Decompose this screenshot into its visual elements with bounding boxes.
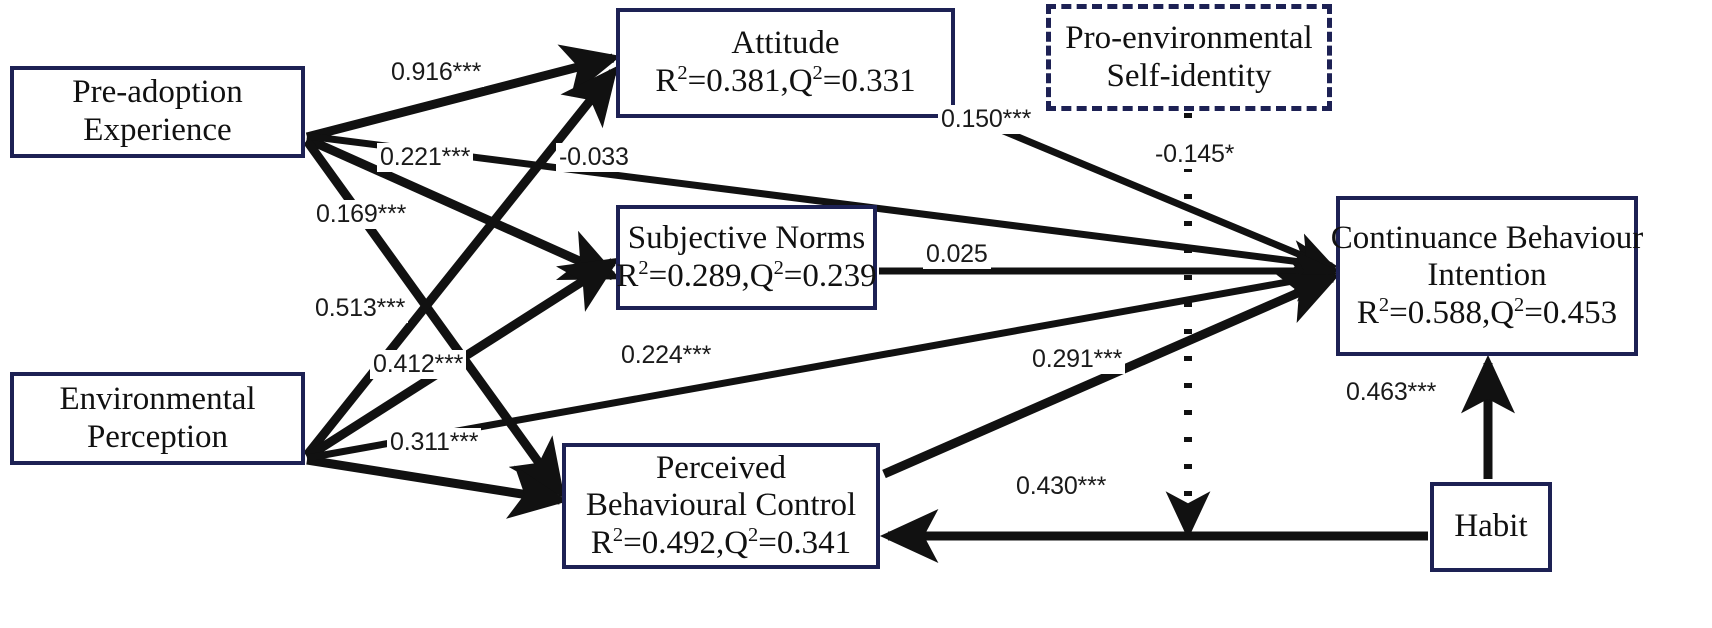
q-exponent: 2 bbox=[1514, 293, 1525, 316]
node-title-line1: Pro-environmental bbox=[1065, 19, 1313, 56]
eq-1: = bbox=[1389, 294, 1408, 331]
r-squared-value: 0.289 bbox=[667, 257, 742, 294]
edge-label-attitude-to-cbi: 0.150*** bbox=[938, 105, 1035, 134]
q-squared-value: 0.341 bbox=[776, 524, 852, 561]
sep-1: , bbox=[715, 524, 725, 561]
r-squared-value: 0.588 bbox=[1407, 294, 1482, 331]
node-title-line2: Self-identity bbox=[1106, 57, 1272, 94]
node-title-line2: Intention bbox=[1427, 257, 1547, 294]
eq-2: = bbox=[1524, 294, 1543, 331]
node-title: Habit bbox=[1454, 508, 1528, 545]
edge-label-pae-to-pbc: 0.169*** bbox=[313, 200, 410, 229]
q-symbol: Q bbox=[788, 63, 813, 99]
sep-1: , bbox=[741, 257, 750, 294]
edge-label-habit-to-cbi: 0.463*** bbox=[1343, 378, 1440, 407]
node-title-line1: Pre-adoption bbox=[72, 74, 243, 111]
node-perceived-behavioural-control[interactable]: Perceived Behavioural Control R2=0.492,Q… bbox=[562, 443, 880, 569]
node-subjective-norms[interactable]: Subjective Norms R2=0.289,Q2=0.239 bbox=[616, 205, 877, 310]
q-symbol: Q bbox=[724, 524, 749, 561]
q-symbol: Q bbox=[749, 257, 774, 294]
edge-attitude-to-cbi bbox=[956, 108, 1338, 273]
node-stats-subjective-norms: R2=0.289,Q2=0.239 bbox=[616, 256, 877, 296]
sep-1: , bbox=[780, 63, 789, 99]
r-squared-value: 0.381 bbox=[706, 63, 781, 99]
eq-2: = bbox=[822, 63, 842, 99]
node-pro-environmental-self-identity[interactable]: Pro-environmental Self-identity bbox=[1046, 4, 1332, 111]
eq-2: = bbox=[758, 524, 777, 561]
r-squared-value: 0.492 bbox=[641, 524, 716, 561]
edge-pbc-to-cbi bbox=[882, 273, 1340, 479]
edge-label-ep-to-cbi: 0.224*** bbox=[618, 341, 715, 370]
edge-label-pae-to-attitude: 0.916*** bbox=[388, 58, 485, 87]
node-title-line1: Perceived bbox=[655, 449, 787, 486]
r-symbol: R bbox=[590, 524, 613, 561]
node-title-line2: Behavioural Control bbox=[585, 487, 857, 524]
node-attitude[interactable]: Attitude R2=0.381,Q2=0.331 bbox=[616, 8, 955, 118]
edge-label-psi-moderation: -0.145* bbox=[1152, 140, 1238, 169]
edge-pae-to-subjective-norms bbox=[305, 134, 621, 281]
q-squared-value: 0.453 bbox=[1542, 294, 1618, 331]
node-title: Subjective Norms bbox=[627, 219, 866, 256]
q-squared-value: 0.331 bbox=[841, 63, 916, 99]
edge-label-ep-to-attitude: 0.513*** bbox=[312, 294, 409, 323]
node-stats-attitude: R2=0.381,Q2=0.331 bbox=[655, 63, 915, 101]
eq-2: = bbox=[783, 257, 803, 294]
node-title-line1: Environmental bbox=[59, 380, 256, 417]
r-exponent: 2 bbox=[677, 62, 688, 84]
edge-label-pae-to-cbi: -0.033 bbox=[556, 143, 632, 172]
edge-ep-to-pbc bbox=[306, 455, 569, 519]
node-title-line1: Continuance Behaviour bbox=[1330, 219, 1644, 256]
edge-pae-to-cbi bbox=[306, 132, 1339, 282]
edge-pae-to-pbc bbox=[303, 138, 565, 499]
eq-1: = bbox=[648, 257, 668, 294]
q-symbol: Q bbox=[1490, 294, 1515, 331]
node-continuance-behaviour-intention[interactable]: Continuance Behaviour Intention R2=0.588… bbox=[1331, 196, 1643, 356]
edge-ep-to-cbi bbox=[306, 260, 1339, 462]
q-exponent: 2 bbox=[748, 523, 759, 546]
node-stats-pbc: R2=0.492,Q2=0.341 bbox=[591, 525, 851, 563]
node-title-line2: Experience bbox=[83, 112, 232, 148]
eq-1: = bbox=[623, 524, 642, 561]
edge-label-habit-to-pbc: 0.430*** bbox=[1013, 472, 1110, 501]
node-habit[interactable]: Habit bbox=[1430, 482, 1552, 572]
edge-label-ep-to-subjective-norms: 0.412*** bbox=[370, 350, 467, 379]
node-title-line2: Perception bbox=[86, 418, 229, 455]
r-exponent: 2 bbox=[638, 256, 649, 279]
sep-1: , bbox=[1481, 294, 1491, 331]
q-squared-value: 0.239 bbox=[802, 257, 877, 294]
node-pre-adoption-experience[interactable]: Pre-adoption Experience bbox=[10, 66, 305, 158]
r-exponent: 2 bbox=[1378, 293, 1390, 316]
node-stats-cbi: R2=0.588,Q2=0.453 bbox=[1357, 295, 1617, 333]
edge-label-pbc-to-cbi: 0.291*** bbox=[1029, 345, 1126, 374]
node-title: Attitude bbox=[731, 25, 840, 62]
edge-ep-to-attitude bbox=[303, 65, 619, 458]
r-exponent: 2 bbox=[612, 523, 624, 546]
edge-label-pae-to-subjective-norms: 0.221*** bbox=[377, 143, 474, 172]
r-symbol: R bbox=[655, 63, 678, 99]
edge-label-ep-to-pbc: 0.311*** bbox=[387, 428, 482, 457]
r-symbol: R bbox=[616, 257, 639, 294]
node-environmental-perception[interactable]: Environmental Perception bbox=[10, 372, 305, 465]
q-exponent: 2 bbox=[773, 256, 784, 279]
r-symbol: R bbox=[1356, 294, 1379, 331]
edge-label-subjective-norms-to-cbi: 0.025 bbox=[923, 240, 991, 269]
q-exponent: 2 bbox=[812, 62, 823, 84]
eq-1: = bbox=[687, 63, 707, 99]
